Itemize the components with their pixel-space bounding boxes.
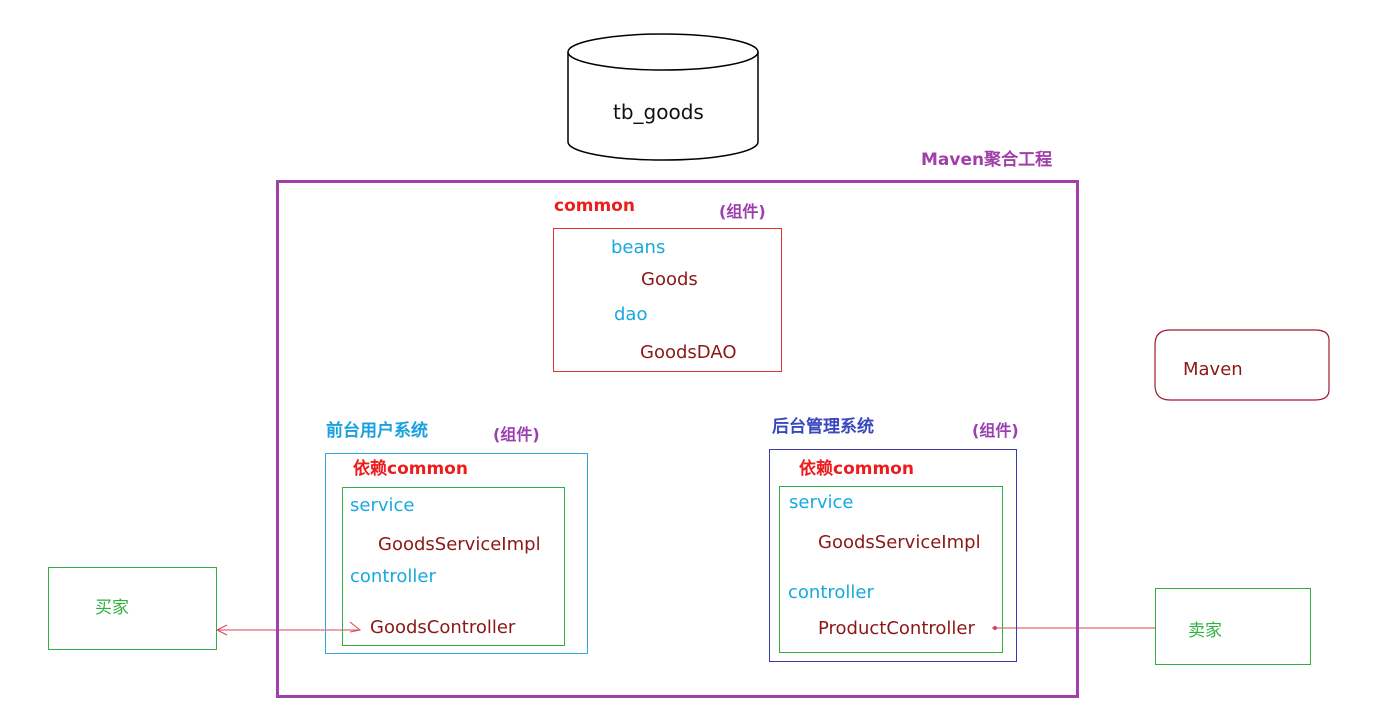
backend-package-service: service bbox=[789, 492, 854, 513]
backend-title: 后台管理系统 bbox=[772, 417, 874, 437]
aggregate-project-box bbox=[276, 180, 1079, 698]
backend-class-productcontroller: ProductController bbox=[818, 618, 975, 639]
maven-label: Maven bbox=[1183, 359, 1243, 380]
frontend-class-goodscontroller: GoodsController bbox=[370, 617, 516, 638]
backend-inner-box bbox=[779, 486, 1003, 653]
frontend-package-controller: controller bbox=[350, 566, 436, 587]
buyer-arrowhead bbox=[215, 624, 228, 636]
database-label: tb_goods bbox=[613, 100, 704, 124]
common-title: common bbox=[554, 196, 635, 216]
database-cylinder-top bbox=[567, 33, 759, 71]
frontend-inner-box bbox=[342, 487, 565, 646]
buyer-box bbox=[48, 567, 217, 650]
seller-box bbox=[1155, 588, 1311, 665]
seller-connector-dot bbox=[993, 626, 997, 630]
backend-class-goodsserviceimpl: GoodsServiceImpl bbox=[818, 532, 981, 553]
backend-system-box bbox=[769, 449, 1017, 662]
aggregate-title: Maven聚合工程 bbox=[921, 150, 1053, 170]
buyer-label: 买家 bbox=[95, 598, 129, 618]
database-cylinder-body bbox=[567, 52, 759, 161]
common-class-goods: Goods bbox=[641, 269, 698, 290]
backend-component-tag: (组件) bbox=[972, 421, 1019, 440]
backend-package-controller: controller bbox=[788, 582, 874, 603]
common-package-beans: beans bbox=[611, 237, 666, 258]
seller-label: 卖家 bbox=[1188, 621, 1222, 641]
controller-arrowhead bbox=[349, 621, 362, 633]
frontend-class-goodsserviceimpl: GoodsServiceImpl bbox=[378, 534, 541, 555]
common-box bbox=[553, 228, 782, 372]
backend-dependency-label: 依赖common bbox=[799, 459, 914, 479]
frontend-system-box bbox=[325, 453, 588, 654]
maven-box-outline bbox=[1154, 329, 1330, 401]
frontend-component-tag: (组件) bbox=[493, 425, 540, 444]
frontend-package-service: service bbox=[350, 495, 415, 516]
frontend-dependency-label: 依赖common bbox=[353, 459, 468, 479]
common-component-tag: (组件) bbox=[719, 202, 766, 221]
frontend-title: 前台用户系统 bbox=[326, 421, 428, 441]
common-package-dao: dao bbox=[614, 304, 648, 325]
common-class-goodsdao: GoodsDAO bbox=[640, 342, 737, 363]
